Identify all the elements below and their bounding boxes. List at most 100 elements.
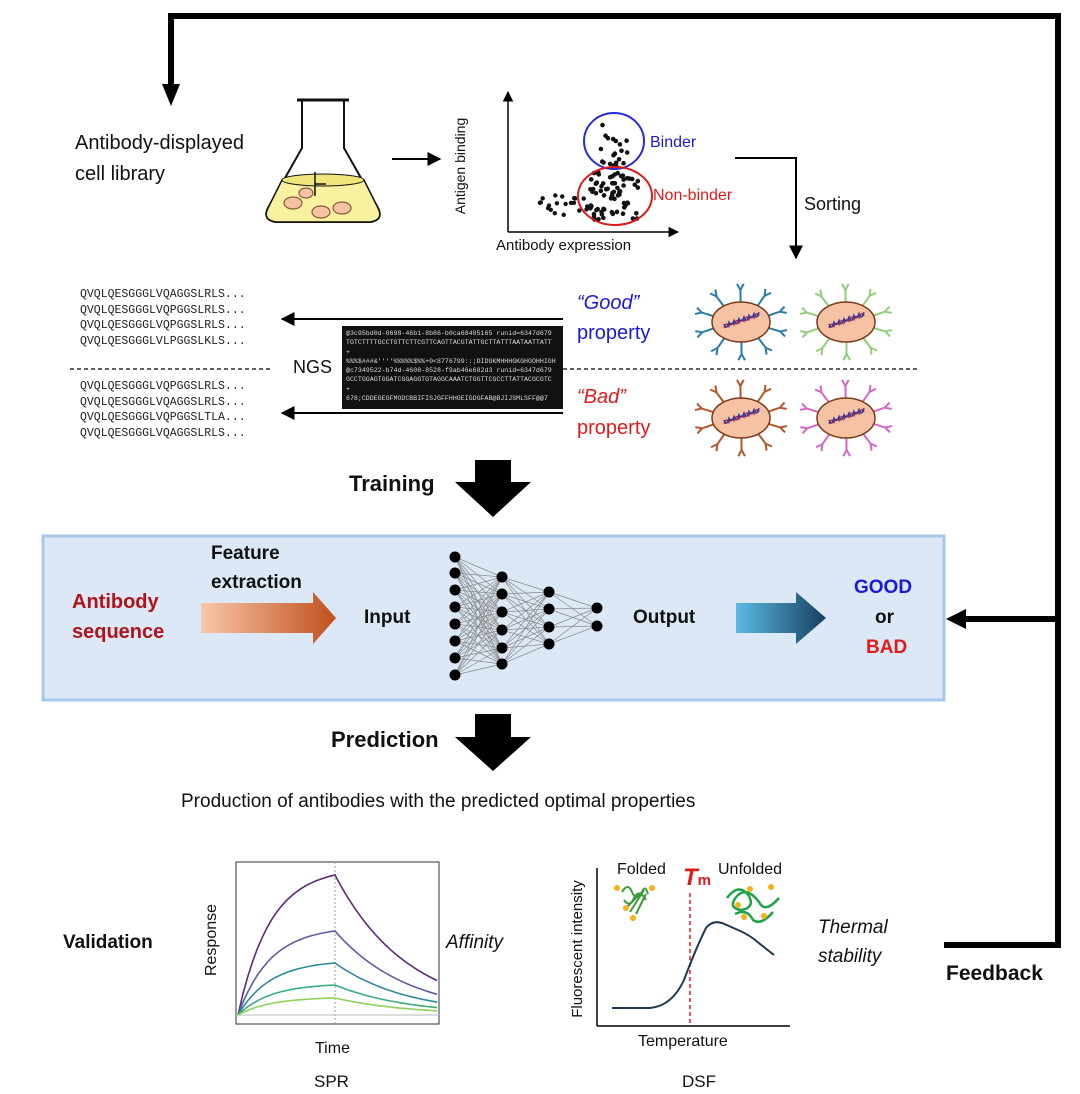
facs-point <box>554 201 560 206</box>
cell-icon <box>799 379 893 457</box>
neural-network-icon <box>449 551 603 681</box>
facs-point <box>635 178 641 184</box>
sequence-item: QVQLQESGGGLVLPGGSLKLS... <box>80 334 246 348</box>
folded-label: Folded <box>617 861 666 878</box>
ngs-read-line: + <box>346 385 350 393</box>
facs-point <box>634 211 639 216</box>
facs-point <box>619 148 624 154</box>
good-sequence-list: QVQLQESGGGLVQAGGSLRLS... QVQLQESGGGLVQPG… <box>80 287 246 349</box>
affinity-label: Affinity <box>446 932 504 953</box>
folded-protein-icon <box>621 886 649 915</box>
facs-point <box>588 177 594 182</box>
cell-icon <box>694 379 788 457</box>
facs-point <box>613 138 619 144</box>
binder-gate <box>583 112 645 170</box>
facs-point <box>601 160 606 165</box>
nn-node <box>496 606 508 618</box>
facs-point <box>594 207 599 213</box>
bad-result-label: BAD <box>866 637 908 658</box>
facs-point <box>601 193 607 198</box>
tm-subscript: m <box>697 872 712 889</box>
spr-plot <box>235 861 440 1025</box>
unfolded-protein-icon <box>726 888 780 923</box>
dsf-plot <box>596 868 790 1027</box>
facs-point <box>615 185 620 191</box>
spr-curve <box>237 962 438 1016</box>
nn-node <box>449 652 461 664</box>
facs-point <box>621 160 626 166</box>
nn-node <box>449 618 461 630</box>
dye-dot <box>768 884 774 890</box>
prediction-arrow-icon <box>455 714 531 771</box>
facs-point <box>537 200 543 205</box>
nn-node <box>543 638 555 650</box>
facs-point <box>618 173 624 179</box>
unfolded-label: Unfolded <box>718 861 783 878</box>
facs-point <box>612 151 618 156</box>
facs-point <box>621 177 626 182</box>
nn-node <box>543 603 555 615</box>
feature-extraction-line2: extraction <box>211 572 302 593</box>
antibody-sequence-line2: sequence <box>72 621 165 643</box>
library-label-line2: cell library <box>75 163 166 185</box>
antibody-displayed-cells <box>694 283 893 457</box>
tm-main: T <box>683 864 698 891</box>
training-arrow-icon <box>455 460 531 517</box>
spr-curve <box>237 997 438 1016</box>
facs-point <box>548 207 553 212</box>
prediction-label: Prediction <box>331 727 439 752</box>
spr-curve <box>237 874 438 1016</box>
sequence-item: QVQLQESGGGLVQPGGSLRLS... <box>80 303 246 317</box>
facs-point <box>623 203 628 208</box>
nn-node <box>496 571 508 583</box>
ngs-label: NGS <box>293 357 333 377</box>
facs-point <box>612 172 617 177</box>
training-label: Training <box>349 471 435 496</box>
facs-point <box>552 211 557 216</box>
sequence-item: QVQLQESGGGLVQAGGSLRLS... <box>80 426 246 440</box>
dye-dot <box>630 915 636 921</box>
nn-node <box>449 584 461 596</box>
facs-point <box>581 196 586 201</box>
input-label: Input <box>364 607 411 628</box>
facs-point <box>611 189 617 195</box>
facs-point <box>540 196 545 201</box>
facs-point <box>601 215 606 221</box>
facs-point <box>593 191 599 196</box>
bad-property-word: property <box>577 417 651 439</box>
dye-dot <box>741 914 747 920</box>
nn-node <box>496 588 508 600</box>
facs-point <box>598 188 604 194</box>
facs-point <box>561 212 566 217</box>
nn-node <box>449 551 461 563</box>
validation-label: Validation <box>63 932 153 953</box>
dye-dot <box>747 886 753 892</box>
feature-extraction-line1: Feature <box>211 543 280 564</box>
nn-node <box>449 669 461 681</box>
facs-point <box>553 193 558 198</box>
sequence-item: QVQLQESGGGLVQPGGSLRLS... <box>80 319 246 332</box>
dsf-y-axis-label: Fluorescent intensity <box>569 880 586 1018</box>
antibody-sequence-line1: Antibody <box>72 591 159 613</box>
feature-extraction-arrow <box>201 592 336 644</box>
library-label-line1: Antibody-displayed <box>75 132 244 154</box>
facs-point <box>624 138 629 143</box>
thermal-stability-line1: Thermal <box>818 917 888 938</box>
nn-node <box>591 620 603 632</box>
thermal-stability-line2: stability <box>818 946 882 967</box>
facs-point <box>616 157 622 162</box>
facs-point <box>617 192 622 197</box>
output-label: Output <box>633 607 696 628</box>
facs-point <box>577 208 582 213</box>
bad-property-quote: “Bad” <box>577 386 626 408</box>
spr-y-axis-label: Response <box>203 903 220 977</box>
facs-point <box>627 176 632 181</box>
nn-node <box>496 624 508 636</box>
facs-point <box>607 161 613 167</box>
cell-icon <box>799 283 893 361</box>
facs-point <box>607 174 613 180</box>
facs-point <box>603 133 608 138</box>
facs-point <box>635 185 641 190</box>
facs-point <box>603 186 609 192</box>
